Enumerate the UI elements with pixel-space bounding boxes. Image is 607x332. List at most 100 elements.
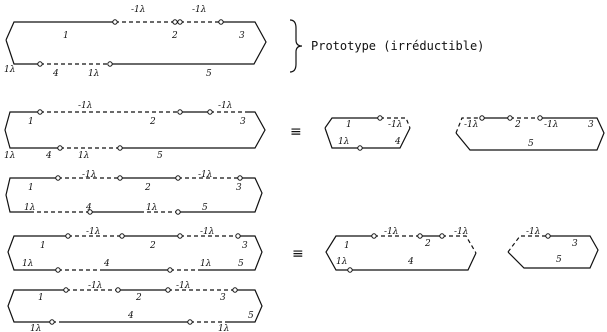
label: 1λ — [336, 257, 347, 267]
node — [177, 19, 183, 25]
prototype-label: Prototype (irréductible) — [311, 39, 484, 53]
node — [235, 233, 241, 239]
label: 3 — [240, 117, 246, 127]
label: 5 — [238, 259, 244, 269]
label: 1λ — [88, 69, 99, 79]
label: 4 — [407, 257, 414, 267]
label: 4 — [85, 203, 92, 213]
node — [117, 145, 123, 151]
label: 1 — [38, 293, 44, 303]
equivalence-sign: ≡ — [290, 124, 302, 140]
label: 5 — [157, 151, 163, 161]
label: 1 — [63, 31, 69, 41]
node — [87, 209, 93, 215]
figure-4 — [7, 235, 263, 271]
label: 4 — [127, 311, 134, 321]
label: 2 — [149, 241, 156, 251]
equivalence-sign: ≡ — [292, 246, 304, 262]
label: 4 — [52, 69, 59, 79]
label: 3 — [572, 239, 578, 249]
label: -1λ — [526, 227, 540, 237]
node — [172, 19, 178, 25]
node — [37, 61, 43, 67]
label: -1λ — [192, 5, 206, 15]
label: -1λ — [544, 120, 558, 130]
label: 4 — [45, 151, 52, 161]
node — [167, 267, 173, 273]
node — [417, 233, 423, 239]
node — [37, 109, 43, 115]
label: -1λ — [200, 227, 214, 237]
label: -1λ — [384, 227, 398, 237]
label: 3 — [220, 293, 226, 303]
node — [177, 109, 183, 115]
node — [119, 233, 125, 239]
label: 5 — [206, 69, 212, 79]
label: 1λ — [78, 151, 89, 161]
node — [545, 233, 551, 239]
label: 1λ — [30, 324, 41, 332]
node — [107, 61, 113, 67]
node — [55, 267, 61, 273]
node — [237, 175, 243, 181]
label: 5 — [556, 255, 562, 265]
label: 1λ — [4, 65, 15, 75]
figure-prototype-nodes — [37, 19, 224, 67]
label: -1λ — [454, 227, 468, 237]
label: 2 — [149, 117, 156, 127]
label: 1λ — [146, 203, 157, 213]
node — [507, 115, 513, 121]
node — [177, 233, 183, 239]
label: -1λ — [198, 170, 212, 180]
node — [63, 287, 69, 293]
node — [175, 175, 181, 181]
label: 2 — [171, 31, 178, 41]
figure-4-part-b — [507, 235, 599, 269]
node — [49, 319, 55, 325]
node — [218, 19, 224, 25]
node — [537, 115, 543, 121]
label: 2 — [135, 293, 142, 303]
node — [115, 287, 121, 293]
node — [65, 233, 71, 239]
label: 1 — [28, 183, 34, 193]
node — [175, 209, 181, 215]
label: 1λ — [22, 259, 33, 269]
node — [479, 115, 485, 121]
node — [207, 109, 213, 115]
label: 1 — [344, 241, 350, 251]
label: 3 — [236, 183, 242, 193]
label: 4 — [394, 137, 401, 147]
node — [371, 233, 377, 239]
figure-2 — [4, 111, 266, 149]
node — [377, 115, 383, 121]
label: 2 — [144, 183, 151, 193]
node — [347, 267, 353, 273]
label: -1λ — [218, 101, 232, 111]
figure-5 — [7, 289, 263, 323]
label: 2 — [514, 120, 521, 130]
figure-2-part-a — [324, 117, 411, 149]
label: 1λ — [338, 137, 349, 147]
node — [57, 145, 63, 151]
node — [439, 233, 445, 239]
brace — [289, 19, 303, 73]
label: 1 — [28, 117, 34, 127]
label: 1λ — [200, 259, 211, 269]
label: 4 — [103, 259, 110, 269]
label: -1λ — [464, 120, 478, 130]
figure-2-part-b — [455, 117, 605, 151]
node — [187, 319, 193, 325]
label: -1λ — [82, 170, 96, 180]
node — [55, 175, 61, 181]
label: 3 — [588, 120, 594, 130]
label: 3 — [239, 31, 245, 41]
label: 1λ — [24, 203, 35, 213]
node — [357, 145, 363, 151]
label: 5 — [202, 203, 208, 213]
label: -1λ — [86, 227, 100, 237]
node — [117, 175, 123, 181]
label: -1λ — [131, 5, 145, 15]
figure-prototype — [5, 21, 267, 65]
figure-4-part-a — [325, 235, 477, 271]
